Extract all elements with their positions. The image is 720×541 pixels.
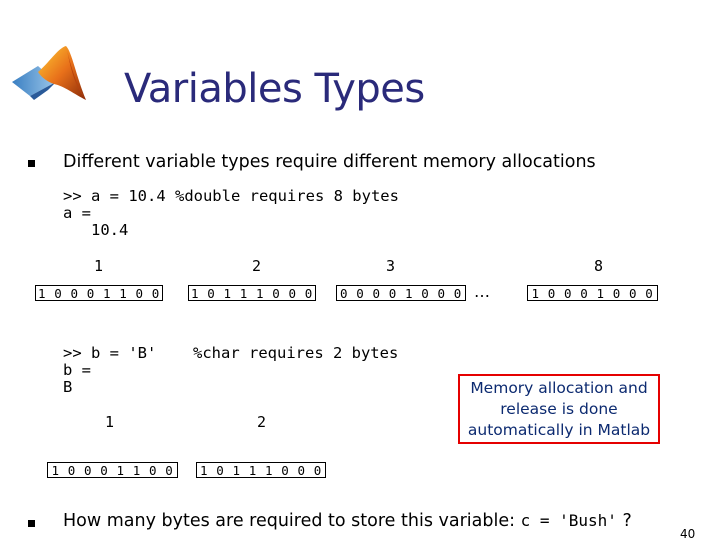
page-number: 40 — [680, 527, 696, 541]
byte-box-b-1: 1 0 0 0 1 1 0 0 — [47, 462, 178, 478]
matlab-logo-icon — [12, 46, 86, 100]
code-block-b: >> b = 'B' b = B — [63, 344, 157, 396]
byte-box-a-8: 1 0 0 0 1 0 0 0 — [527, 285, 658, 301]
bullet-text-1: Different variable types require differe… — [63, 152, 596, 172]
bullet-text-2: How many bytes are required to store thi… — [63, 511, 632, 531]
square-bullet-icon — [28, 160, 35, 167]
bullet-2-code: c = 'Bush' — [520, 511, 617, 530]
byte-label-a-1: 1 — [94, 257, 104, 275]
bullet-2-mark: ? — [622, 511, 632, 531]
slide-title: Variables Types — [124, 66, 425, 112]
byte-label-b-1: 1 — [105, 413, 115, 431]
byte-box-b-2: 1 0 1 1 1 0 0 0 — [196, 462, 326, 478]
memory-note: Memory allocation and release is done au… — [458, 374, 660, 444]
bullet-2-question: How many bytes are required to store thi… — [63, 511, 515, 531]
byte-box-a-3: 0 0 0 0 1 0 0 0 — [336, 285, 466, 301]
ellipsis: … — [474, 282, 490, 301]
byte-label-a-3: 3 — [386, 257, 396, 275]
code-block-a: >> a = 10.4 %double requires 8 bytes a =… — [63, 187, 399, 239]
byte-label-b-2: 2 — [257, 413, 267, 431]
byte-box-a-1: 1 0 0 0 1 1 0 0 — [35, 285, 163, 301]
code-block-b-comment: %char requires 2 bytes — [193, 344, 399, 362]
byte-label-a-2: 2 — [252, 257, 262, 275]
byte-box-a-2: 1 0 1 1 1 0 0 0 — [188, 285, 316, 301]
square-bullet-icon — [28, 520, 35, 527]
byte-label-a-8: 8 — [594, 257, 604, 275]
